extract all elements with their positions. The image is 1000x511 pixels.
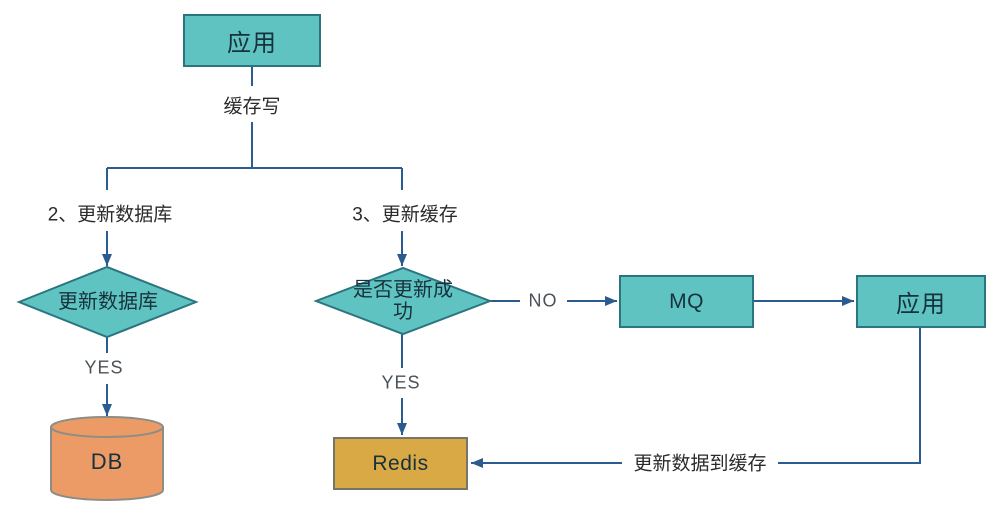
edge-label-no: NO	[528, 290, 558, 311]
node-redis-label: Redis	[372, 451, 429, 475]
edge-branch-bar	[106, 122, 403, 190]
edge-label-step3: 3、更新缓存	[352, 204, 458, 226]
edge-label-yes-right: YES	[381, 372, 421, 393]
edge-label-update-data-to-cache: 更新数据到缓存	[633, 453, 767, 475]
edge-app-to-updatelabel	[778, 328, 921, 464]
decision-cache-success-label: 是否更新成 功	[353, 279, 453, 323]
node-application-right-label: 应用	[896, 291, 946, 318]
decision-update-db-label: 更新数据库	[58, 291, 158, 313]
node-mq-label: MQ	[669, 289, 704, 313]
decision-cache-success-line2: 功	[393, 301, 413, 323]
db-cylinder-body	[50, 427, 164, 501]
edge-label-yes-left: YES	[84, 357, 124, 378]
node-application-right: 应用	[856, 275, 986, 328]
decision-cache-success-shape	[313, 266, 493, 336]
node-application-top-label: 应用	[227, 30, 277, 57]
node-db-label: DB	[90, 449, 124, 474]
db-cylinder-top	[50, 416, 164, 438]
node-mq: MQ	[619, 275, 754, 328]
decision-update-db-shape	[16, 265, 199, 339]
node-application-top: 应用	[183, 14, 321, 67]
node-redis: Redis	[333, 437, 468, 490]
decision-cache-success-line1: 是否更新成	[353, 279, 453, 301]
edge-label-cache-write: 缓存写	[223, 96, 281, 118]
edge-label-step2: 2、更新数据库	[47, 204, 173, 226]
